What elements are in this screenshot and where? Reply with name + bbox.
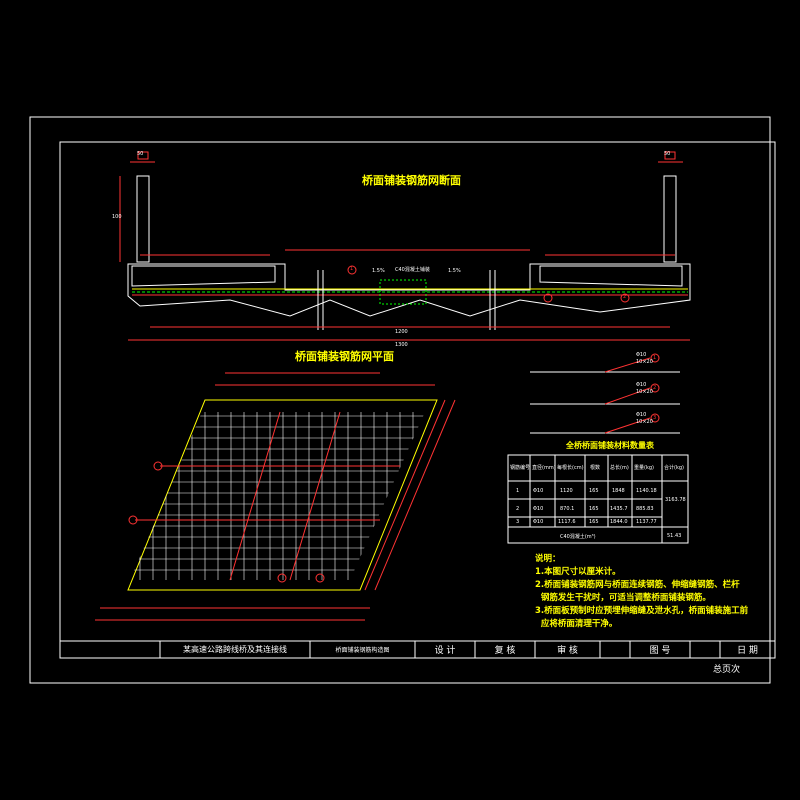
note-line-4: 3.桥面板预制时应预埋伸缩缝及泄水孔，桥面铺装施工前	[535, 606, 749, 616]
rebar-callout-3-sub: 10×20	[636, 419, 653, 425]
table-row-2-weight: 885.83	[636, 506, 654, 512]
note-line-2: 2.桥面铺装钢筋网与桥面连续钢筋、伸缩缝钢筋、栏杆	[535, 580, 740, 590]
table-title: 全桥桥面铺装材料数量表	[566, 441, 654, 450]
rebar-callout-2-num: 2	[653, 385, 657, 391]
right-parapet	[663, 175, 677, 263]
dim-top-right: 50	[664, 151, 671, 157]
table-concrete-value: 51.43	[667, 533, 682, 539]
table-row-3-d: Φ10	[533, 519, 544, 525]
table-row-3-no: 3	[516, 519, 520, 525]
bottom-dim: 1200	[395, 329, 408, 335]
table-header-no: 钢筋编号	[510, 465, 531, 471]
rebar-callout-1-label: Φ10	[636, 352, 647, 358]
rebar-callout-3-label: Φ10	[636, 412, 647, 418]
rebar-details	[530, 353, 680, 434]
table-sum: 3163.78	[665, 497, 686, 503]
note-line-3: 钢筋发生干扰时，可适当调整桥面铺装钢筋。	[535, 593, 711, 603]
title-block-sheet-no: 图 号	[649, 646, 671, 656]
total-dim: 1300	[395, 342, 408, 348]
plan-view	[95, 372, 456, 621]
rebar-callout-2-sub: 10×20	[636, 389, 653, 395]
left-parapet	[136, 175, 150, 263]
rebar-mesh	[130, 412, 425, 580]
table-row-2-len: 870.1	[560, 506, 575, 512]
table-row-2-n: 165	[589, 506, 599, 512]
table-row-3-len: 1117.6	[558, 519, 576, 525]
plan-outline	[127, 399, 438, 591]
rebar-callout-2-label: Φ10	[636, 382, 647, 388]
slope-left: 1.5%	[372, 268, 385, 274]
table-row-2-total: 1435.7	[610, 506, 628, 512]
table-row-1-len: 1120	[560, 488, 573, 494]
title-block-drawing-name: 桥面铺装钢筋构造图	[335, 647, 390, 654]
notes-title: 说明：	[535, 554, 561, 564]
table-row-1-weight: 1140.18	[636, 488, 657, 494]
slope-right: 1.5%	[448, 268, 461, 274]
table-concrete-label: C40混凝土(m³)	[560, 534, 596, 540]
table-row-2-d: Φ10	[533, 506, 544, 512]
rebar-callout-3-num: 3	[653, 415, 657, 421]
rebar-callout-1-sub: 10×20	[636, 359, 653, 365]
table-row-3-weight: 1137.77	[636, 519, 657, 525]
table-row-1-total: 1848	[612, 488, 625, 494]
section-title: 桥面铺装钢筋网断面	[362, 174, 461, 187]
plan-title: 桥面铺装钢筋网平面	[295, 350, 394, 363]
title-block-grid	[159, 641, 721, 658]
table-row-2-no: 2	[516, 506, 520, 512]
note-line-1: 1.本图尺寸以厘米计。	[535, 567, 621, 577]
title-block-check: 复 核	[494, 646, 516, 656]
note-line-5: 应将桥面清理干净。	[535, 619, 618, 629]
mid-label: C40混凝土铺装	[395, 267, 430, 273]
section-view	[119, 151, 691, 341]
rebar-callout-1-num: 1	[653, 355, 657, 361]
table-header-count: 根数	[590, 465, 601, 471]
section-callout-2: 2	[623, 294, 627, 300]
table-header-sum: 合计(kg)	[664, 465, 684, 471]
title-block-project: 某高速公路跨线桥及其连接线	[183, 645, 287, 654]
table-header-diameter: 直径(mm)	[532, 465, 556, 471]
title-block-review: 审 核	[557, 646, 578, 656]
table-header-total: 总长(m)	[610, 465, 629, 471]
inner-frame	[59, 141, 776, 659]
table-row-1-d: Φ10	[533, 488, 544, 494]
table-row-3-n: 165	[589, 519, 599, 525]
table-header-length: 每根长(cm)	[557, 465, 584, 471]
dim-top-left: 50	[137, 151, 144, 157]
center-joint-box	[379, 279, 427, 305]
table-row-1-n: 165	[589, 488, 599, 494]
table-header-weight: 重量(kg)	[634, 465, 654, 471]
table-row-3-total: 1844.0	[610, 519, 628, 525]
outer-frame	[29, 116, 771, 684]
table-row-1-no: 1	[516, 488, 520, 494]
footer-page-count: 总页次	[713, 665, 741, 675]
height-left: 100	[112, 214, 122, 220]
title-block-date: 日 期	[737, 646, 758, 656]
material-table-grid	[507, 454, 689, 544]
section-callout-1: 1	[350, 266, 354, 272]
title-block-design: 设 计	[434, 646, 456, 656]
